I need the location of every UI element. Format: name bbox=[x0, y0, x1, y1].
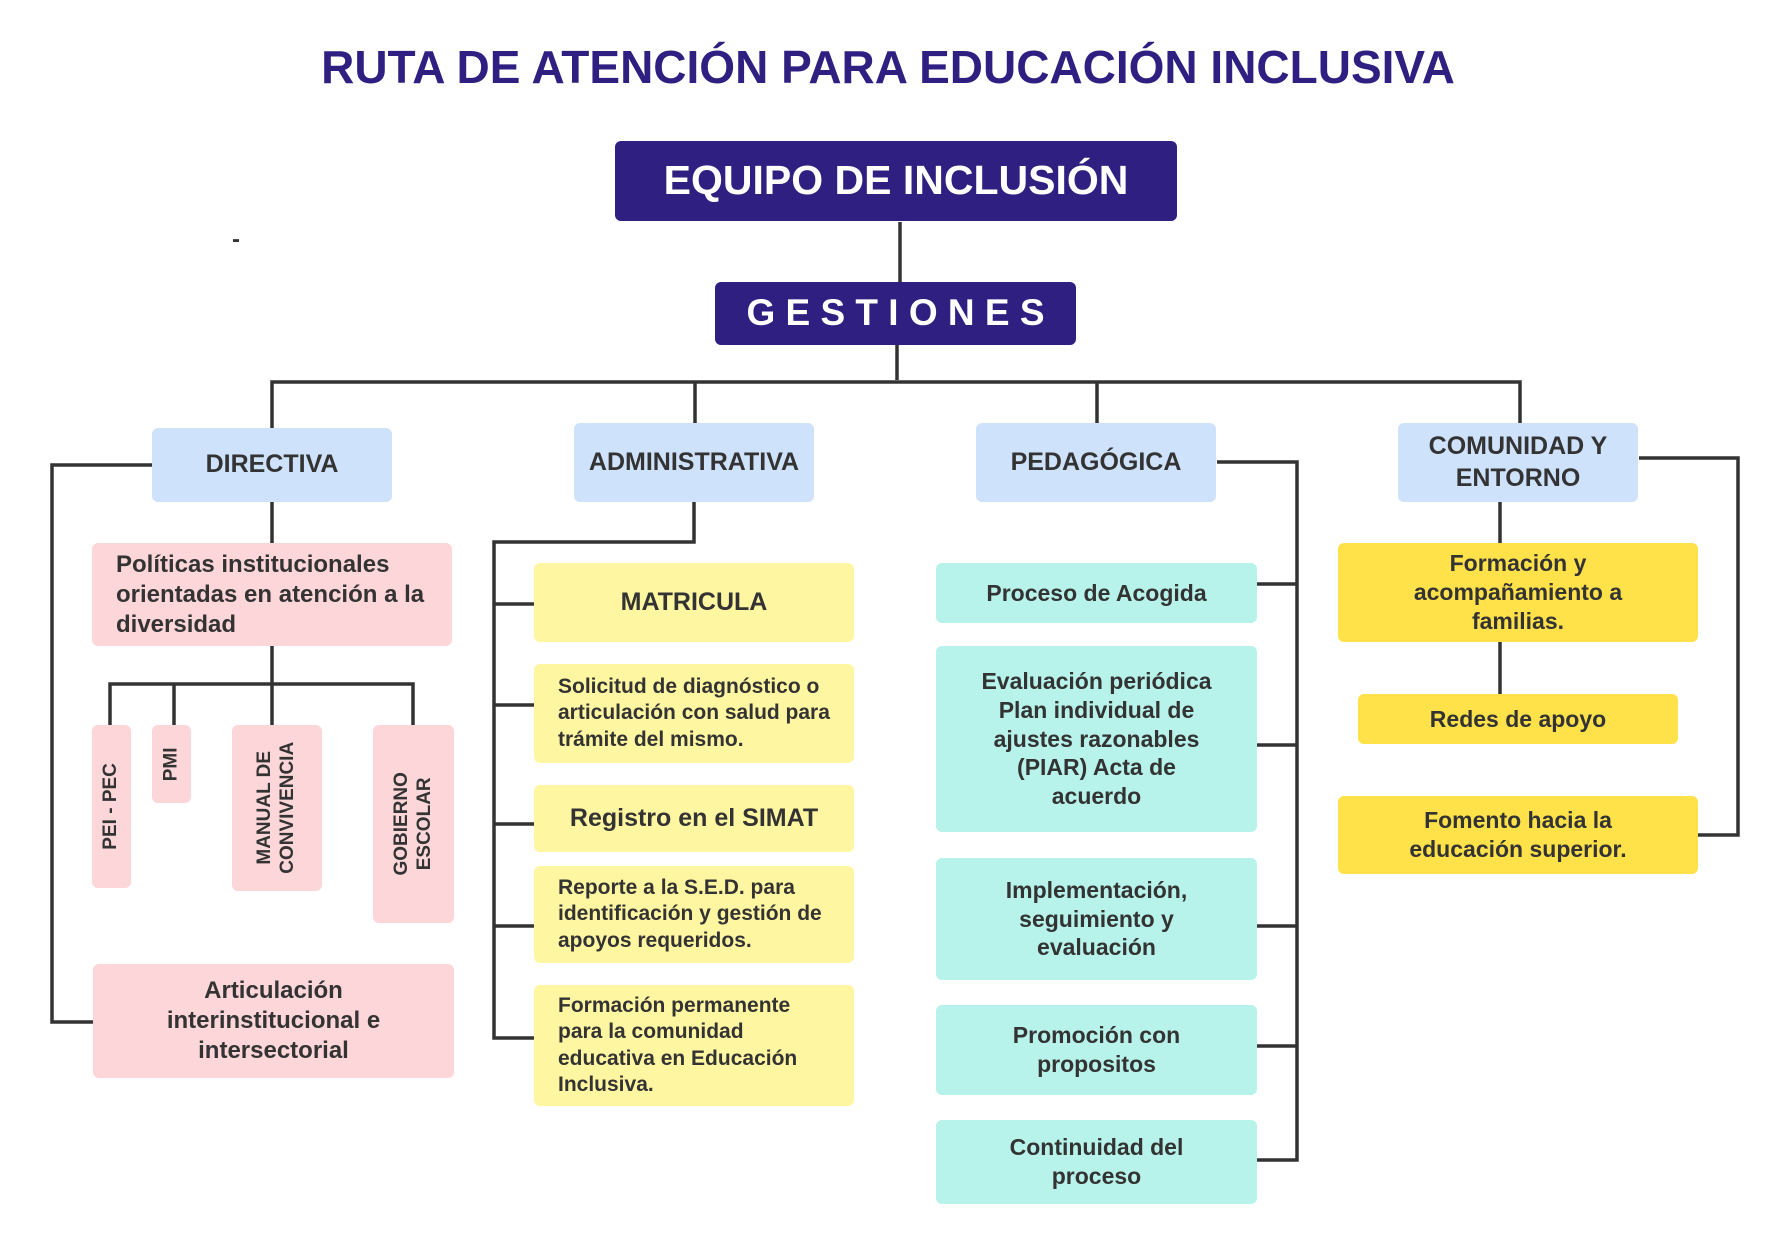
admin-item-reporte-sed: Reporte a la S.E.D. para identificación … bbox=[534, 866, 854, 963]
admin-item-solicitud-diagnostico: Solicitud de diagnóstico o articulación … bbox=[534, 664, 854, 763]
stray-dash: - bbox=[232, 226, 240, 253]
directiva-item-pmi: PMI bbox=[152, 725, 191, 803]
comunidad-item-educacion-superior: Fomento hacia la educación superior. bbox=[1338, 796, 1698, 874]
gestiones-node: G E S T I O N E S bbox=[715, 282, 1076, 345]
pedagogica-item-implementacion: Implementación, seguimiento y evaluación bbox=[936, 858, 1257, 980]
pedagogica-item-evaluacion-piar: Evaluación periódica Plan individual de … bbox=[936, 646, 1257, 832]
admin-item-formacion-permanente: Formación permanente para la comunidad e… bbox=[534, 985, 854, 1106]
comunidad-item-redes-apoyo: Redes de apoyo bbox=[1358, 694, 1678, 744]
directiva-item-manual-convivencia: MANUAL DE CONVIVENCIA bbox=[232, 725, 322, 891]
directiva-item-gobierno-escolar: GOBIERNO ESCOLAR bbox=[373, 725, 454, 923]
pedagogica-item-promocion: Promoción con propositos bbox=[936, 1005, 1257, 1095]
pedagogica-item-continuidad: Continuidad del proceso bbox=[936, 1120, 1257, 1204]
branch-comunidad-entorno: COMUNIDAD Y ENTORNO bbox=[1398, 423, 1638, 502]
comunidad-item-formacion-familias: Formación y acompañamiento a familias. bbox=[1338, 543, 1698, 642]
admin-item-matricula: MATRICULA bbox=[534, 563, 854, 642]
directiva-item-pei-pec: PEI - PEC bbox=[92, 725, 131, 888]
page-title: RUTA DE ATENCIÓN PARA EDUCACIÓN INCLUSIV… bbox=[321, 41, 1455, 93]
branch-pedagogica: PEDAGÓGICA bbox=[976, 423, 1216, 502]
branch-administrativa: ADMINISTRATIVA bbox=[574, 423, 814, 502]
admin-item-registro-simat: Registro en el SIMAT bbox=[534, 785, 854, 852]
root-node-equipo-de-inclusion: EQUIPO DE INCLUSIÓN bbox=[615, 141, 1177, 221]
directiva-politicas: Políticas institucionales orientadas en … bbox=[92, 543, 452, 646]
directiva-articulacion: Articulación interinstitucional e inters… bbox=[93, 964, 454, 1078]
branch-directiva: DIRECTIVA bbox=[152, 428, 392, 502]
pedagogica-item-proceso-acogida: Proceso de Acogida bbox=[936, 563, 1257, 623]
